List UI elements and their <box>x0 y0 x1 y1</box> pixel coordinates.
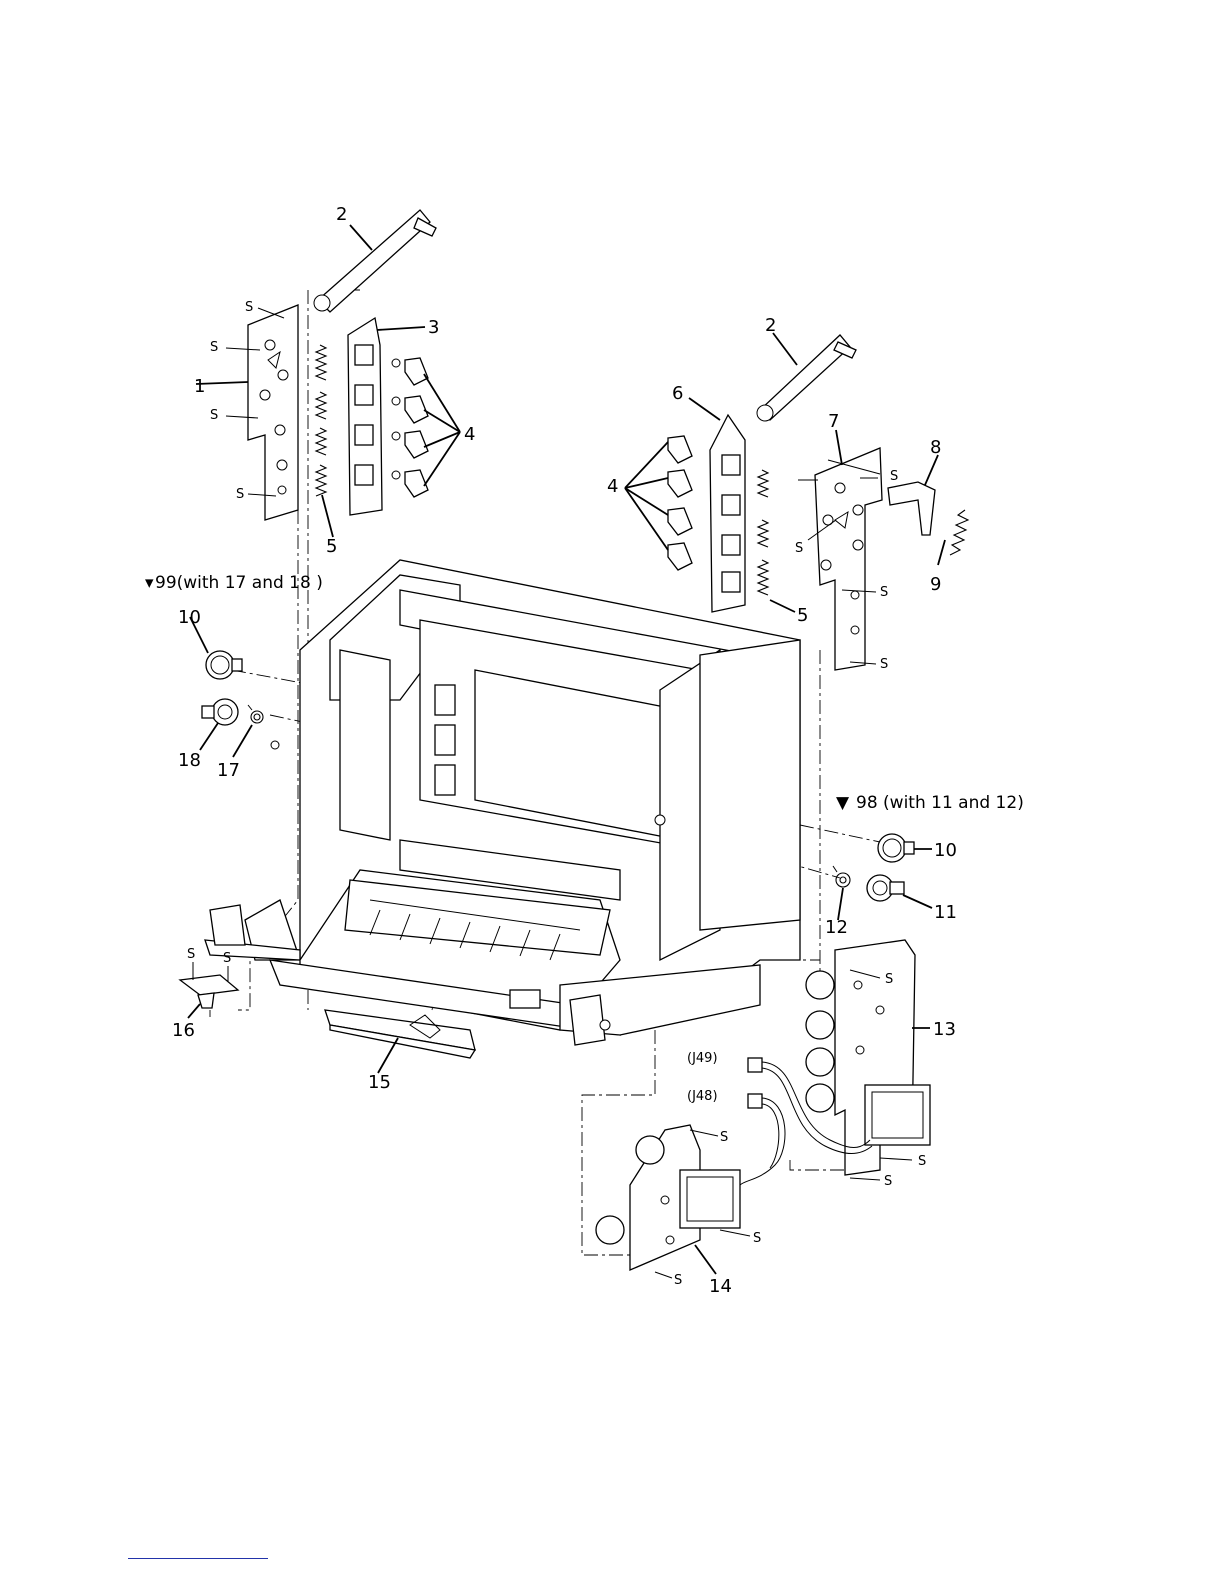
kit-98-note: 98 (with 11 and 12) <box>856 793 1024 813</box>
part-10-left-gear <box>206 651 242 679</box>
connector-j48-label: (J48) <box>687 1089 718 1104</box>
screw-label: S <box>884 1174 892 1189</box>
callout-8: 8 <box>930 437 941 458</box>
callout-11: 11 <box>934 902 957 923</box>
kit-99-mark: ▾ <box>145 573 154 593</box>
part-6-right-guide <box>710 415 745 612</box>
screw-label: S <box>210 408 218 423</box>
part-11-right-gear <box>867 875 904 901</box>
part-9-spring <box>950 510 968 555</box>
part-2-right-bar <box>757 335 856 421</box>
parts-4-right-pins <box>668 436 692 570</box>
callout-1: 1 <box>194 376 205 397</box>
screw-label: S <box>795 541 803 556</box>
part-16-bracket <box>180 975 238 1008</box>
screw-label: S <box>187 947 195 962</box>
part-3-left-guide <box>348 318 382 515</box>
part-15-guide <box>325 1010 475 1058</box>
screw-label: S <box>210 340 218 355</box>
callout-5-right: 5 <box>797 605 808 626</box>
callout-10-right: 10 <box>934 840 957 861</box>
callout-4-right: 4 <box>607 476 618 497</box>
screw-label: S <box>880 657 888 672</box>
callout-17: 17 <box>217 760 240 781</box>
callout-2-left: 2 <box>336 204 347 225</box>
screw-label: S <box>885 972 893 987</box>
part-18-left-gear <box>202 699 238 725</box>
callout-2-right: 2 <box>765 315 776 336</box>
callout-9: 9 <box>930 574 941 595</box>
part-2-left-bar <box>314 210 436 312</box>
callout-6: 6 <box>672 383 683 404</box>
screw-label: S <box>223 951 231 966</box>
screw-label: S <box>880 585 888 600</box>
callout-16: 16 <box>172 1020 195 1041</box>
springs-5-right <box>758 470 768 595</box>
callout-10-left: 10 <box>178 607 201 628</box>
callout-13: 13 <box>933 1019 956 1040</box>
parts-4-left-pins <box>392 358 428 497</box>
screw-label: S <box>918 1154 926 1169</box>
callout-7: 7 <box>828 411 839 432</box>
screw-label: S <box>674 1273 682 1288</box>
part-1-left-plate <box>248 305 298 520</box>
part-10-right-gear <box>878 834 914 862</box>
callout-12: 12 <box>825 917 848 938</box>
springs-5-left <box>316 345 326 496</box>
callout-15: 15 <box>368 1072 391 1093</box>
callout-18: 18 <box>178 750 201 771</box>
screw-label: S <box>753 1231 761 1246</box>
connector-labels: (J49) (J48) <box>687 1051 718 1104</box>
part-8-lever <box>888 482 935 535</box>
screw-label: S <box>890 469 898 484</box>
callout-3: 3 <box>428 317 439 338</box>
screw-label: S <box>720 1130 728 1145</box>
callout-4-left: 4 <box>464 424 475 445</box>
screw-label: S <box>245 300 253 315</box>
footer-rule <box>128 1558 268 1559</box>
main-frame <box>205 560 800 1045</box>
callout-5-left: 5 <box>326 536 337 557</box>
part-14-drive-plate <box>596 1125 740 1270</box>
connector-j49-label: (J49) <box>687 1051 718 1066</box>
part-17-left-spring <box>248 705 263 723</box>
kit-99-note: 99(with 17 and 18 ) <box>155 573 323 593</box>
kit-98-mark: ▼ <box>836 793 850 813</box>
part-7-right-plate <box>798 448 882 670</box>
screw-label: S <box>236 487 244 502</box>
callout-14: 14 <box>709 1276 732 1297</box>
